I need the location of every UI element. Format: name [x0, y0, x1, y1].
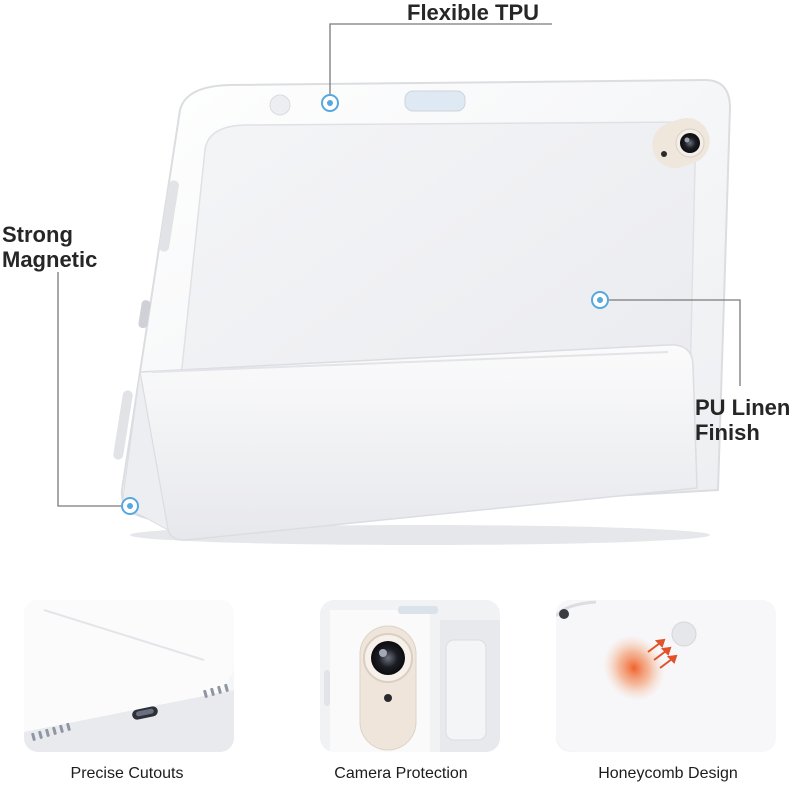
hotspot-flexible-tpu[interactable]: [321, 94, 339, 112]
feature-thumb-camera-protection: [320, 600, 500, 752]
callout-pu-linen-finish: PU Linen Finish: [695, 395, 790, 445]
hero-product-illustration: [57, 23, 741, 545]
hotspot-pu-linen-finish[interactable]: [591, 291, 609, 309]
camera-protection-illustration: [320, 600, 500, 752]
honeycomb-design-illustration: [556, 600, 776, 752]
precise-cutouts-illustration: [24, 600, 234, 752]
callout-pu-linen-line2: Finish: [695, 420, 760, 445]
callout-flexible-tpu-text: Flexible TPU: [407, 0, 540, 25]
trifold-stand: [121, 344, 698, 541]
hotspot-strong-magnetic[interactable]: [121, 497, 139, 515]
callout-strong-magnetic-line2: Magnetic: [2, 247, 98, 272]
callout-flexible-tpu: Flexible TPU: [407, 0, 539, 25]
caption-precise-cutouts: Precise Cutouts: [70, 765, 184, 782]
caption-camera-protection: Camera Protection: [334, 765, 468, 782]
feature-thumb-precise-cutouts: [24, 600, 234, 752]
callout-pu-linen-line1: PU Linen: [695, 395, 791, 420]
callout-strong-magnetic: Strong Magnetic: [2, 222, 97, 272]
camera-cutout: [652, 117, 710, 169]
leader-lines: [57, 23, 741, 507]
feature-thumb-honeycomb-design: [556, 600, 776, 752]
callout-strong-magnetic-line1: Strong: [2, 222, 73, 247]
caption-honeycomb-design: Honeycomb Design: [598, 765, 738, 782]
